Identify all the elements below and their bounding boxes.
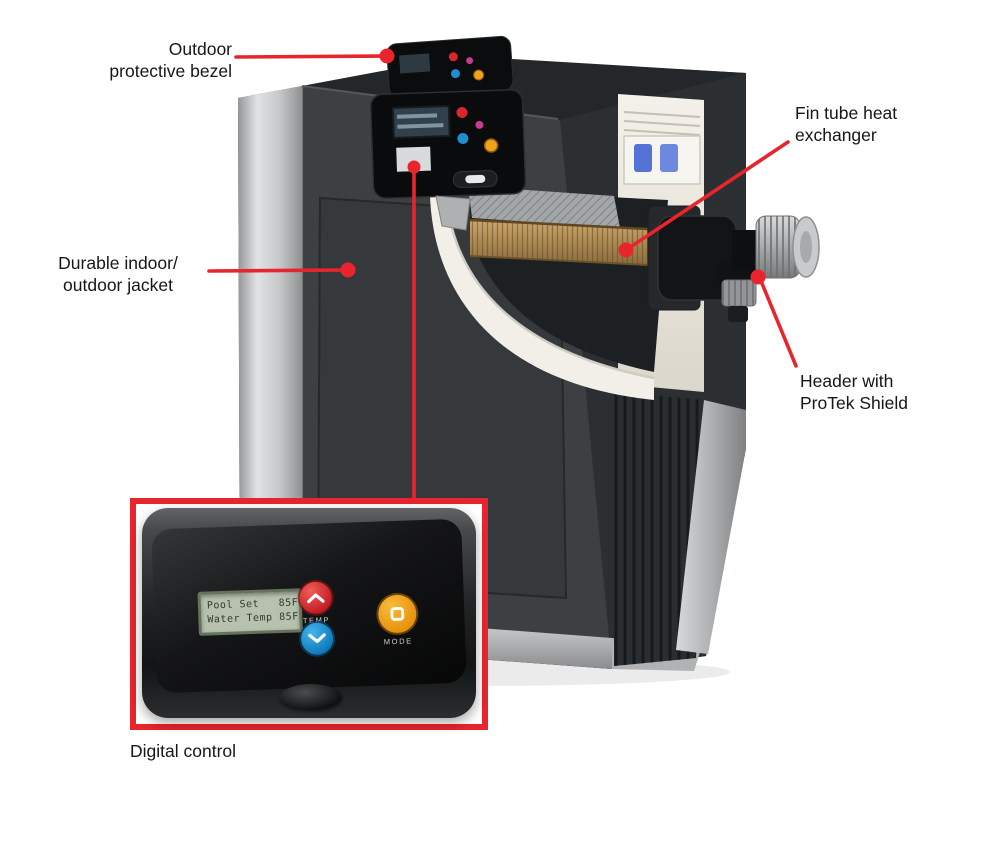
digital-control-inset: Pool Set 85F Water Temp 85F TEMP <box>130 498 488 730</box>
callout-dots <box>340 48 766 285</box>
right-edge-trim <box>676 400 746 654</box>
callout-dot-fin-tube <box>618 242 634 258</box>
fin-tube-heat-exchanger <box>469 218 669 267</box>
front-bezel-sticker <box>396 146 431 172</box>
label-line: Durable indoor/ <box>58 253 178 273</box>
rear-bezel-display <box>399 53 431 74</box>
terminal-cap-left <box>634 144 652 172</box>
cutaway-section <box>430 186 669 400</box>
control-panel: Pool Set 85F Water Temp 85F TEMP <box>142 508 476 718</box>
ribbed-panel <box>614 392 746 666</box>
label-line: Header with <box>800 371 894 391</box>
label-jacket: Durable indoor/ outdoor jacket <box>30 252 206 296</box>
control-panel-face: Pool Set 85F Water Temp 85F TEMP <box>151 518 467 694</box>
panel-knob <box>280 684 342 710</box>
terminal-cap-right <box>660 144 678 172</box>
label-line: exchanger <box>795 125 877 145</box>
header-assembly <box>647 205 820 322</box>
temp-up-button <box>299 581 333 615</box>
callout-dot-header <box>750 269 766 285</box>
chevron-down-icon <box>308 633 326 644</box>
label-line: protective bezel <box>109 61 232 81</box>
union-fitting <box>755 215 820 279</box>
drain-fitting <box>721 279 757 322</box>
label-header-protek: Header with ProTek Shield <box>800 370 908 414</box>
callout-line-header <box>759 279 798 368</box>
bezel-bracket <box>435 195 471 231</box>
front-bezel-display <box>391 104 451 139</box>
label-line: ProTek Shield <box>800 393 908 413</box>
lcd-line-2: Water Temp 85F <box>207 611 299 626</box>
mode-square-icon <box>390 606 405 621</box>
callout-line-jacket <box>207 268 347 273</box>
label-line: outdoor jacket <box>63 275 173 295</box>
mode-button <box>377 594 417 634</box>
chevron-up-icon <box>307 593 325 604</box>
label-line: Fin tube heat <box>795 103 898 123</box>
label-outdoor-bezel: Outdoor protective bezel <box>40 38 232 82</box>
callout-dot-jacket <box>340 262 356 278</box>
rear-control-bezel <box>386 35 514 99</box>
label-digital-control: Digital control <box>130 741 237 761</box>
callout-lines <box>207 54 798 500</box>
label-fin-tube-heat-exchanger: Fin tube heat exchanger <box>795 102 897 146</box>
callout-dot-digital-control <box>407 160 421 174</box>
lcd-display: Pool Set 85F Water Temp 85F <box>197 588 303 636</box>
callout-line-fin-tube <box>627 140 790 250</box>
callout-dot-bezel <box>379 48 395 64</box>
front-control-bezel <box>369 89 527 199</box>
temp-down-button <box>300 622 334 656</box>
mode-label: MODE <box>383 636 413 647</box>
label-line: Outdoor <box>168 39 232 59</box>
combustion-chamber-wall <box>430 194 654 400</box>
callout-line-bezel <box>234 54 386 59</box>
